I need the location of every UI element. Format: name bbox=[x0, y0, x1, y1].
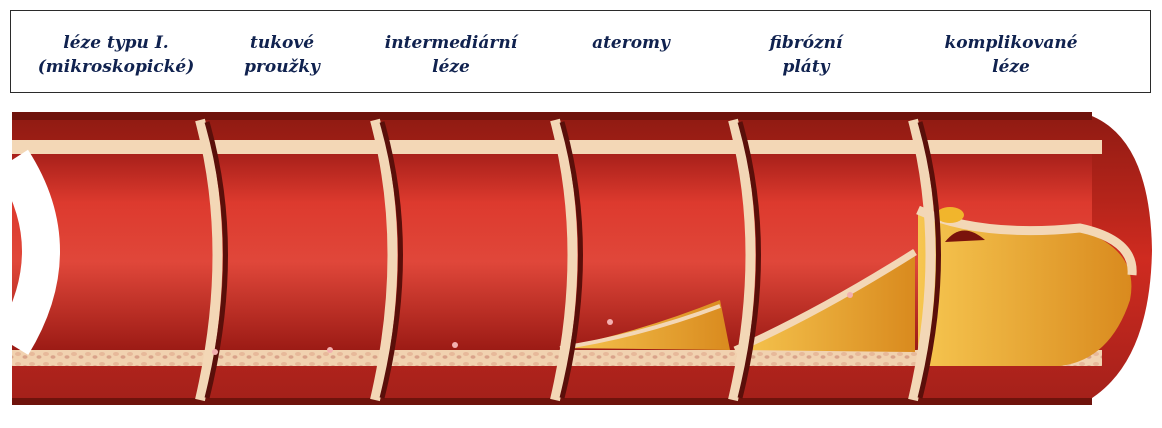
stage-label-complicated-line2: léze bbox=[931, 55, 1091, 79]
stage-label-fibrous-plaques: fibrózní pláty bbox=[746, 31, 866, 79]
artery-illustration bbox=[0, 100, 1162, 420]
plaque-complicated bbox=[918, 207, 1132, 366]
stage-label-intermediate-line1: intermediární bbox=[371, 31, 531, 55]
stage-label-atheroma-line1: ateromy bbox=[571, 31, 691, 55]
stage-label-fatty-streaks: tukové proužky bbox=[227, 31, 337, 79]
stage-label-intermediate-line2: léze bbox=[371, 55, 531, 79]
stage-label-atheroma: ateromy bbox=[571, 31, 691, 55]
stage-label-fibrous-plaques-line2: pláty bbox=[746, 55, 866, 79]
stage-label-fibrous-plaques-line1: fibrózní bbox=[746, 31, 866, 55]
stage-label-type1-line1: léze typu I. bbox=[26, 31, 206, 55]
stage-label-intermediate: intermediární léze bbox=[371, 31, 531, 79]
stage-label-fatty-streaks-line2: proužky bbox=[227, 55, 337, 79]
stage-label-complicated-line1: komplikované bbox=[931, 31, 1091, 55]
stage-label-type1-line2: (mikroskopické) bbox=[26, 55, 206, 79]
stage-label-complicated: komplikované léze bbox=[931, 31, 1091, 79]
stage-label-type1: léze typu I. (mikroskopické) bbox=[26, 31, 206, 79]
stage-label-bar: léze typu I. (mikroskopické) tukové prou… bbox=[10, 10, 1151, 93]
stage-label-fatty-streaks-line1: tukové bbox=[227, 31, 337, 55]
